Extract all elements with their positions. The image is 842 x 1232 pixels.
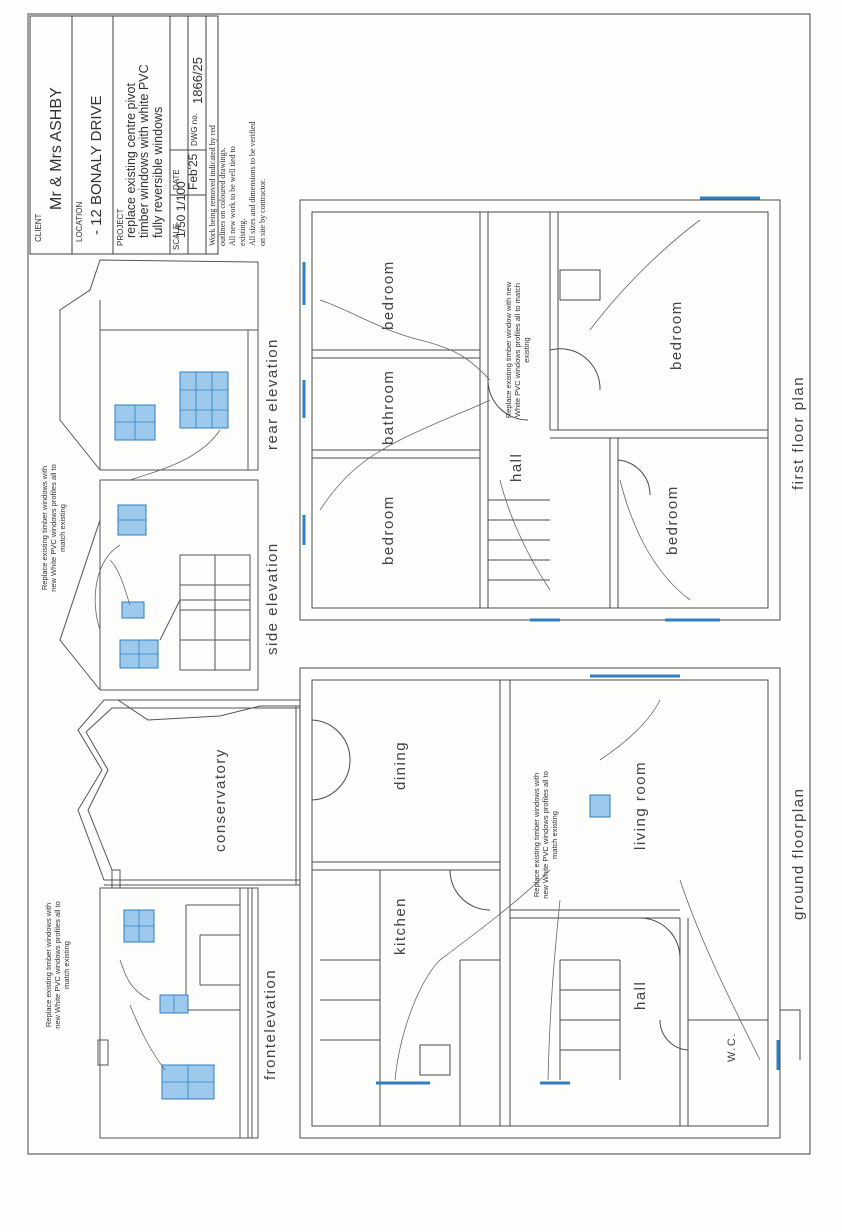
ground-floor-plan-title: ground floorplan	[790, 787, 807, 920]
client-label: CLIENT	[34, 213, 43, 242]
sheet-border	[28, 14, 810, 1154]
room-bedroom-1: bedroom	[380, 260, 397, 330]
conservatory-outline	[78, 700, 300, 885]
conservatory-title: conservatory	[212, 748, 229, 852]
room-kitchen: kitchen	[392, 896, 409, 955]
ground-windows	[376, 676, 778, 1083]
project-line-3: fully reversible windows	[151, 106, 165, 238]
room-wc: W.C.	[726, 1032, 738, 1062]
ground-annotation: Replace existing timber windows with new…	[532, 771, 559, 899]
room-bedroom-3: bedroom	[668, 300, 685, 370]
room-hall-first: hall	[508, 452, 525, 482]
first-floor-walls	[300, 200, 780, 620]
note-line-6: on site by contractor.	[258, 178, 267, 246]
note-line-4: existing.	[238, 218, 247, 246]
project-line-1: replace existing centre pivot	[124, 83, 138, 238]
room-bedroom-2: bedroom	[380, 495, 397, 565]
side-elevation-title: side elevation	[264, 542, 281, 655]
location-label: LOCATION	[75, 201, 84, 242]
room-bathroom: bathroom	[380, 369, 397, 445]
location-value: - 12 BONALY DRIVE	[88, 95, 105, 236]
date-label: DATE	[172, 169, 181, 190]
dwg-value: 1866/25	[190, 57, 205, 104]
rear-windows	[115, 372, 228, 440]
title-block	[30, 16, 218, 254]
project-line-2: timber windows with white PVC	[137, 64, 151, 238]
front-elevation	[98, 870, 258, 1138]
leader-lines	[95, 220, 760, 1080]
side-elevation	[60, 480, 258, 690]
note-line-5: All sizes and dimensions to be verified	[248, 121, 257, 246]
front-elevation-title: frontelevation	[262, 968, 279, 1080]
rear-elevation	[60, 260, 258, 470]
first-floor-plan-title: first floor plan	[790, 375, 807, 490]
front-annotation: Replace existing timber windows with new…	[44, 901, 71, 1029]
client-name: Mr & Mrs ASHBY	[48, 87, 65, 210]
dwg-label: DWG no.	[190, 113, 199, 146]
ground-floor-walls	[300, 668, 800, 1138]
room-dining: dining	[392, 740, 409, 790]
first-annotation: Replace existing timber window with new …	[504, 281, 531, 419]
note-line-2: outlines on coloured drawings.	[218, 147, 227, 246]
side-annotation: Replace existing timber windows with new…	[40, 464, 67, 592]
note-line-1: Work being removed indicated by red	[208, 125, 217, 246]
date-value: Feb'25	[186, 153, 200, 190]
rear-elevation-title: rear elevation	[264, 338, 281, 450]
room-living: living room	[632, 760, 649, 850]
room-bedroom-4: bedroom	[664, 485, 681, 555]
note-line-3: All new work to be well tied to	[228, 146, 237, 246]
first-windows	[304, 198, 760, 620]
living-room-window	[590, 795, 610, 817]
room-hall-ground: hall	[632, 980, 649, 1010]
